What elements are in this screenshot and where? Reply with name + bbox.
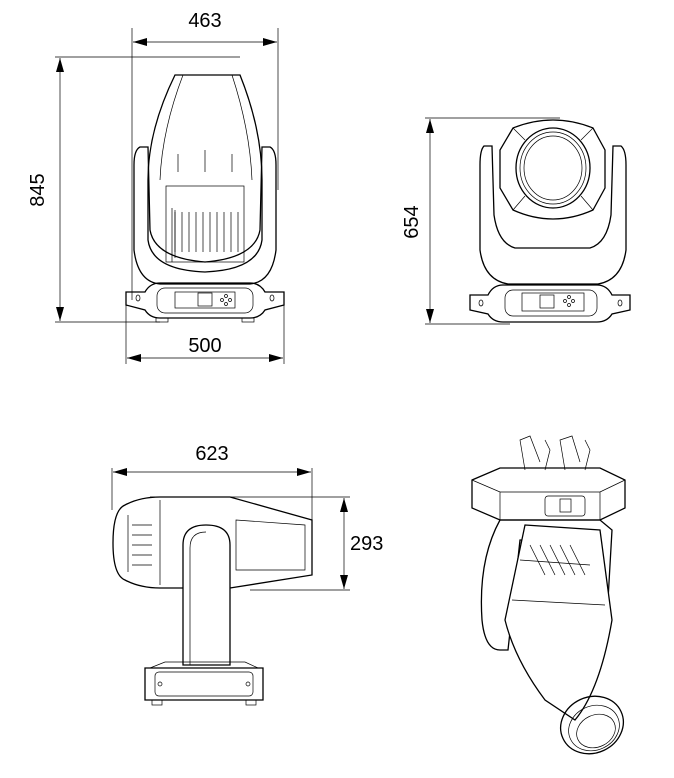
rear-view: 654 — [401, 117, 631, 325]
dim-label-623: 623 — [195, 443, 228, 465]
dimension-845: 845 — [27, 56, 240, 323]
dimension-654: 654 — [401, 117, 560, 325]
side-base — [144, 661, 264, 706]
side-view: 623 293 — [111, 443, 383, 706]
front-view: 463 845 500 — [27, 10, 285, 364]
dim-label-654: 654 — [401, 205, 423, 238]
rear-base — [469, 284, 631, 323]
dimension-500: 500 — [125, 300, 285, 364]
dimension-463: 463 — [131, 10, 279, 300]
dim-label-463: 463 — [188, 10, 221, 32]
perspective-view — [471, 435, 626, 755]
dim-label-500: 500 — [188, 335, 221, 357]
dim-label-293: 293 — [350, 533, 383, 555]
dim-label-845: 845 — [27, 173, 49, 206]
front-base — [125, 282, 285, 323]
dimension-623: 623 — [111, 443, 313, 520]
